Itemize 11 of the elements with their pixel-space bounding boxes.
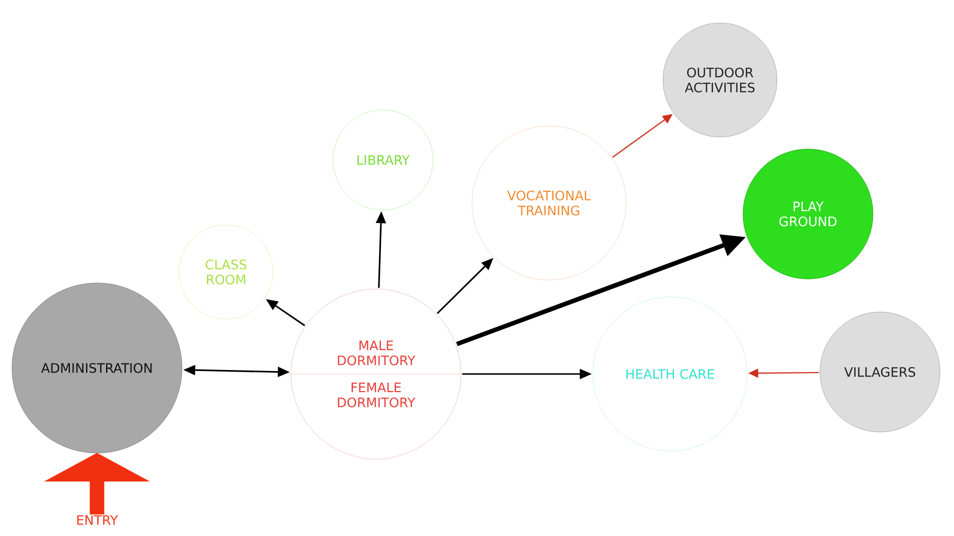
circle-node: VOCATIONAL TRAINING	[472, 126, 626, 280]
circle-node: LIBRARY	[332, 110, 434, 210]
circle-node: HEALTH CARE	[592, 296, 748, 452]
circle-node: MALE DORMITORY FEMALE DORMITORY	[290, 288, 462, 460]
circle-node: CLASS ROOM	[178, 224, 274, 320]
entry-label: ENTRY	[77, 515, 118, 525]
circle-node: ADMINISTRATION	[12, 282, 182, 454]
circle-node: VILLAGERS	[820, 312, 940, 432]
circle-node: OUTDOOR ACTIVITIES	[662, 22, 778, 138]
circle-node: PLAY GROUND	[742, 148, 874, 280]
block-arrow	[44, 452, 150, 514]
